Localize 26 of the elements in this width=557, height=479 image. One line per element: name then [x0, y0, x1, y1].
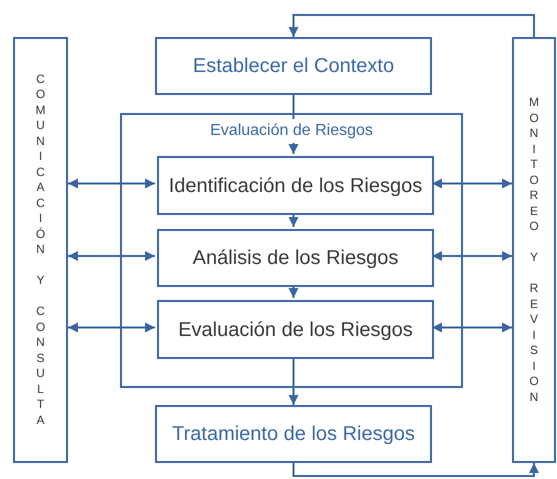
arrow [288, 285, 298, 298]
process-box [157, 156, 434, 215]
arrow [288, 357, 298, 405]
box-text: Establecer el Contexto [192, 55, 396, 77]
side-panel [13, 37, 68, 463]
arrow [432, 251, 512, 261]
arrow [432, 178, 512, 188]
vertical-label: COMUNICACIÓN Y CONSULTA [34, 72, 46, 428]
process-box [155, 405, 432, 463]
arrow [68, 178, 155, 188]
arrow [68, 322, 155, 332]
arrow [68, 251, 155, 261]
box-text: Identificación de los Riesgos [168, 174, 424, 196]
box-text: Análisis de los Riesgos [192, 247, 400, 269]
side-panel [512, 37, 556, 463]
process-box [155, 37, 432, 95]
arrow [288, 213, 298, 227]
box-text: Evaluación de los Riesgos [177, 318, 414, 340]
process-box [157, 229, 434, 287]
arrow [288, 14, 535, 37]
vertical-label: MONITOREO Y REVISION [528, 95, 540, 405]
box-text: Tratamiento de los Riesgos [171, 423, 416, 445]
arrow [432, 322, 512, 332]
process-box [157, 300, 434, 359]
group-frame [120, 113, 463, 388]
arrow [292, 463, 539, 477]
